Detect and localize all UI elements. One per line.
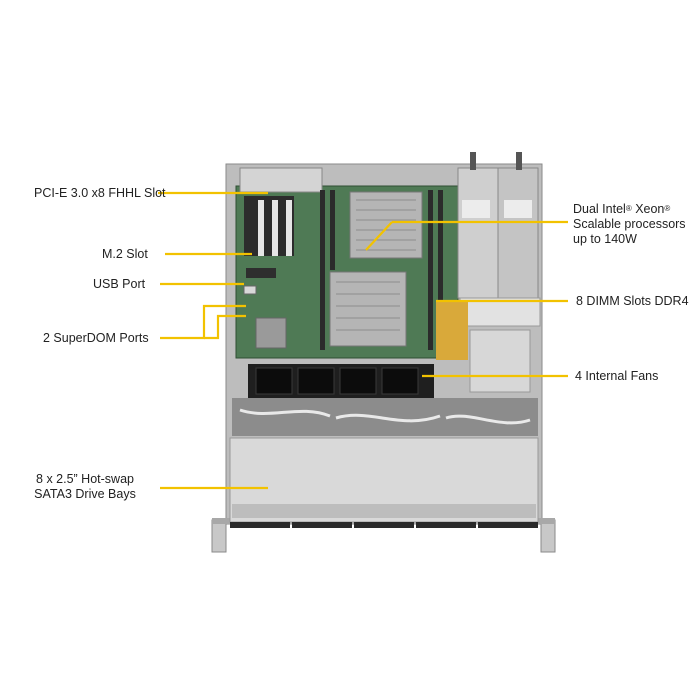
cpu-heatsink-2 [329,271,407,347]
internal-fans-label: 4 Internal Fans [575,369,659,383]
usb-connector [243,285,257,295]
heatsink-fins [336,199,416,331]
psu-1-handle [470,152,476,170]
leader-superdom [160,304,246,340]
pcie-riser [239,167,323,193]
usb-port-label: USB Port [93,277,146,291]
psu-bracket [459,297,541,327]
drive-bays-line1: 8 x 2.5” Hot-swap [36,472,134,486]
superdom-ports-label: 2 SuperDOM Ports [43,331,149,345]
leader-superdom-2 [204,314,246,340]
psu-1-label [462,200,490,218]
internal-fans [248,364,434,398]
chipset-heatsink [255,317,287,349]
leader-lines [158,191,568,490]
right-rail [540,519,556,553]
cpu-line3: up to 140W [573,232,637,246]
cpu-line2: Scalable processors [573,217,686,231]
pcie-slot-label: PCI-E 3.0 x8 FHHL Slot [34,186,166,200]
leader-cpu-2 [365,221,393,251]
registered-mark-1: ® [625,204,632,213]
psu-2 [497,167,539,299]
cpu-line1-part-a: Dual Intel [573,202,626,216]
cpu-line1-part-b: Xeon [631,202,665,216]
dimm-slots-label: 8 DIMM Slots DDR4 [576,294,689,308]
cpu-line1: Dual Intel® Xeon® [573,202,686,217]
dimm-slots [320,190,443,350]
m2-module [246,268,276,278]
pcie-slot-4 [286,200,292,256]
registered-mark-2: ® [664,204,671,213]
psu-2-handle [516,152,522,170]
cable-bundle [436,300,468,360]
cpu-label: Dual Intel® Xeon® Scalable processors up… [573,202,686,247]
drive-bay-vents [232,504,536,518]
front-fan-grills [230,522,538,528]
drive-bays-label: 8 x 2.5” Hot-swap SATA3 Drive Bays [27,472,143,502]
m2-slot-label: M.2 Slot [102,247,148,261]
pcie-slot-2 [258,200,264,256]
cables [239,408,531,425]
cpu-heatsink-1 [349,191,423,259]
air-shroud [469,329,531,393]
pcie-slot-3 [272,200,278,256]
left-rail [211,519,227,553]
pcie-slot [244,196,294,256]
psu-2-label [504,200,532,218]
drive-bays-line2: SATA3 Drive Bays [34,487,136,501]
psu-1 [457,167,499,299]
